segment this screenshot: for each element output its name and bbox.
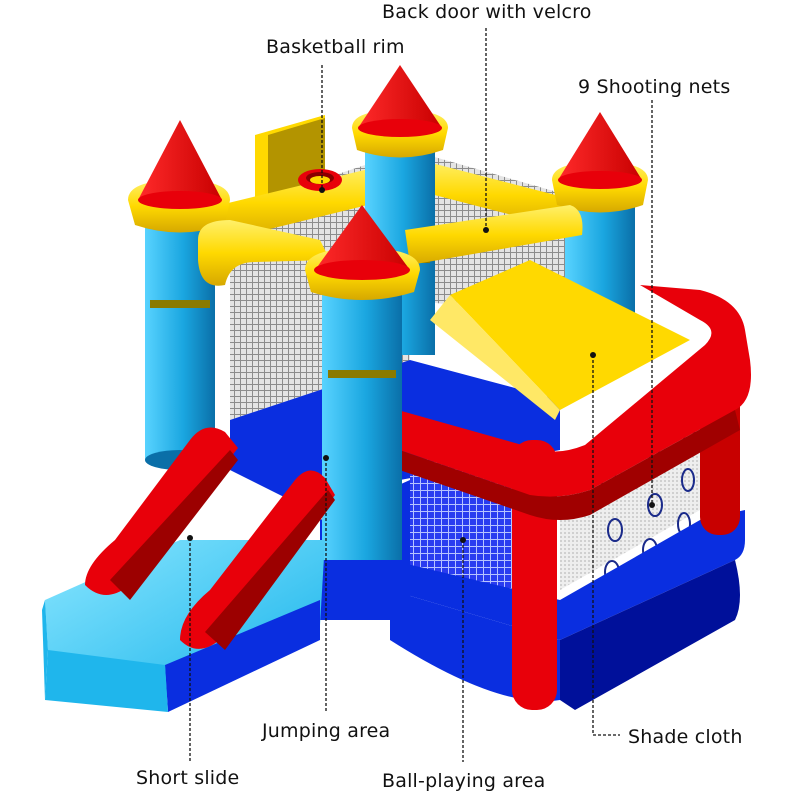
tower-front <box>305 205 420 620</box>
top-beam-back <box>220 165 388 240</box>
short-slide <box>42 427 335 712</box>
front-arch-beam <box>198 220 330 286</box>
red-top-ring <box>380 285 751 497</box>
shade-cloth <box>450 260 690 410</box>
ball-pit-base <box>390 510 745 640</box>
label-short-slide: Short slide <box>136 767 240 789</box>
leader-dots <box>187 187 655 543</box>
label-basketball-rim: Basketball rim <box>266 36 405 58</box>
leader-lines <box>189 28 653 762</box>
label-shooting-nets: 9 Shooting nets <box>578 76 731 98</box>
label-jumping-area: Jumping area <box>262 720 391 742</box>
tower-back-left <box>128 120 230 470</box>
label-ball-playing-area: Ball-playing area <box>382 770 546 792</box>
label-shade-cloth: Shade cloth <box>628 726 743 748</box>
label-back-door: Back door with velcro <box>382 1 592 23</box>
